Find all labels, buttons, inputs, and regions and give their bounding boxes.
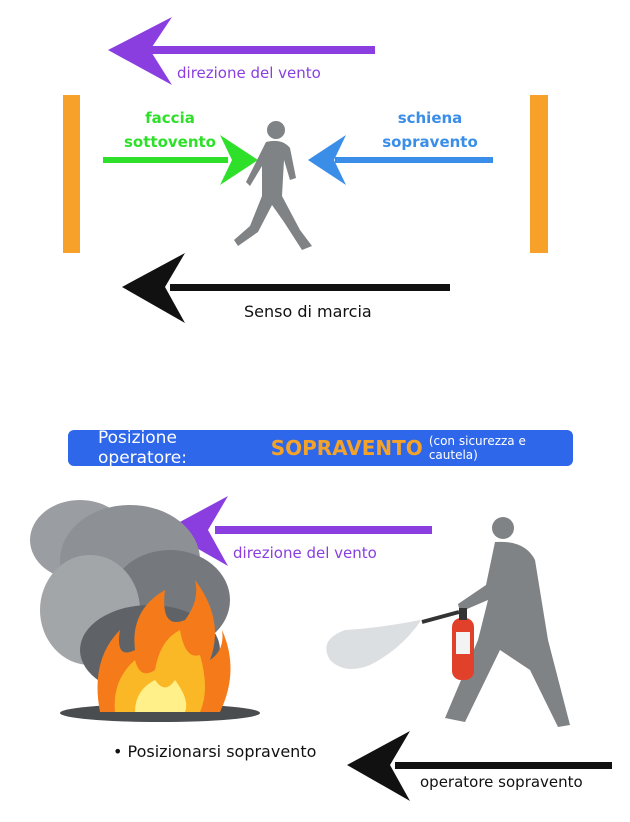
banner-prefix: Posizione operatore: [98,428,187,468]
back-label-line1: schiena [397,109,463,127]
barrier-left [63,95,80,253]
wind-arrow-top [108,17,375,85]
position-bullet: • Posizionarsi sopravento [113,742,317,761]
extinguisher-spray-icon [326,620,420,669]
fire-icon [60,580,260,722]
operator-arrow [347,731,612,801]
face-arrow [103,135,258,185]
wind-label-top: direzione del vento [177,64,321,82]
back-arrow [308,135,493,185]
banner-highlight: SOPRAVENTO [270,436,423,460]
banner-suffix: (con sicurezza e cautela) [428,434,526,462]
face-label-line1: faccia [145,109,195,127]
face-label: faccia sottovento [110,106,230,154]
operator-label: operatore sopravento [420,773,583,791]
march-label: Senso di marcia [244,302,372,321]
barrier-right [530,95,548,253]
wind-label-bottom: direzione del vento [233,544,377,562]
march-arrow [122,253,450,323]
fire-extinguisher-icon [421,608,474,680]
back-label-line2: sopravento [382,133,478,151]
walking-person-icon [234,121,312,250]
operator-position-banner: Posizione operatore: SOPRAVENTO (con sic… [68,428,573,468]
back-label: schiena sopravento [370,106,490,154]
face-label-line2: sottovento [124,133,216,151]
operator-person-icon [445,517,570,727]
wind-arrow-bottom [165,496,432,566]
